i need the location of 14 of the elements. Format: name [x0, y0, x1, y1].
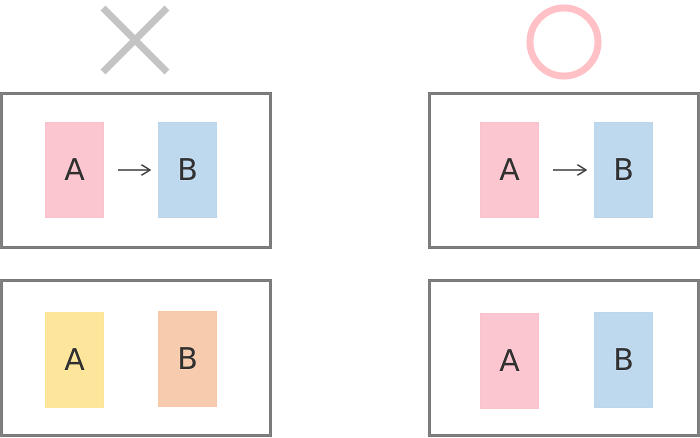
arrow	[553, 164, 587, 176]
panel-frame	[428, 92, 700, 249]
letter-block: A	[480, 313, 539, 409]
letter-block: B	[594, 122, 653, 218]
letter-block: B	[158, 311, 217, 407]
arrow	[118, 164, 151, 176]
letter-block: A	[480, 122, 539, 218]
panel-frame	[0, 92, 272, 249]
letter-block: A	[45, 312, 104, 408]
panel-frame	[428, 279, 700, 437]
panel-frame	[0, 279, 272, 437]
letter-block: B	[158, 122, 217, 218]
letter-block: A	[45, 122, 104, 218]
letter-block: B	[594, 312, 653, 408]
